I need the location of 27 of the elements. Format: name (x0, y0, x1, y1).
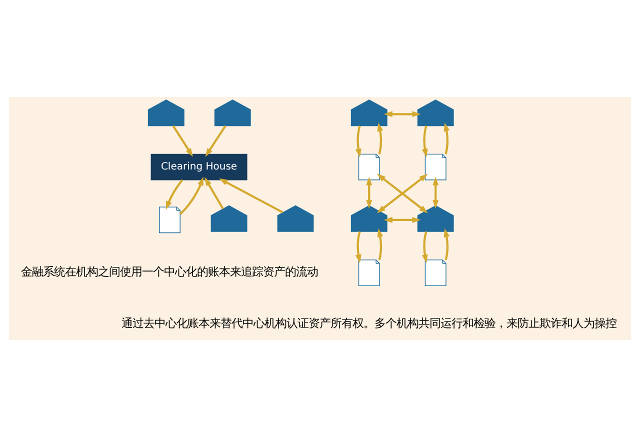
arrow (432, 176, 439, 208)
arrow (204, 176, 224, 209)
node-bank (350, 98, 388, 126)
arrow (366, 176, 372, 208)
node-box: Clearing House (150, 153, 248, 180)
node-bank (214, 98, 251, 126)
arrow (377, 122, 384, 154)
arrow (444, 228, 450, 260)
arrow (172, 124, 194, 156)
arrow (205, 124, 226, 156)
arrow (376, 173, 428, 213)
node-bank (148, 98, 184, 126)
label: 金融系统在机构之间使用一个中心化的账本来追踪资产的流动 (21, 264, 318, 278)
arrow (377, 228, 384, 260)
node-bank (277, 204, 314, 232)
arrow (219, 178, 284, 213)
arrow (355, 125, 362, 157)
arrow (179, 176, 204, 214)
arrow (422, 230, 428, 263)
node-bank (210, 204, 248, 232)
arrow (422, 125, 428, 157)
node-bank (417, 98, 454, 126)
arrow (444, 122, 450, 154)
label: 通过去中心化账本来替代中心机构认证资产所有权。多个机构共同运行和检验，来防止欺诈和人为操控 (122, 315, 617, 330)
arrow (355, 230, 362, 263)
arrow (384, 110, 421, 117)
arrow (384, 216, 421, 222)
